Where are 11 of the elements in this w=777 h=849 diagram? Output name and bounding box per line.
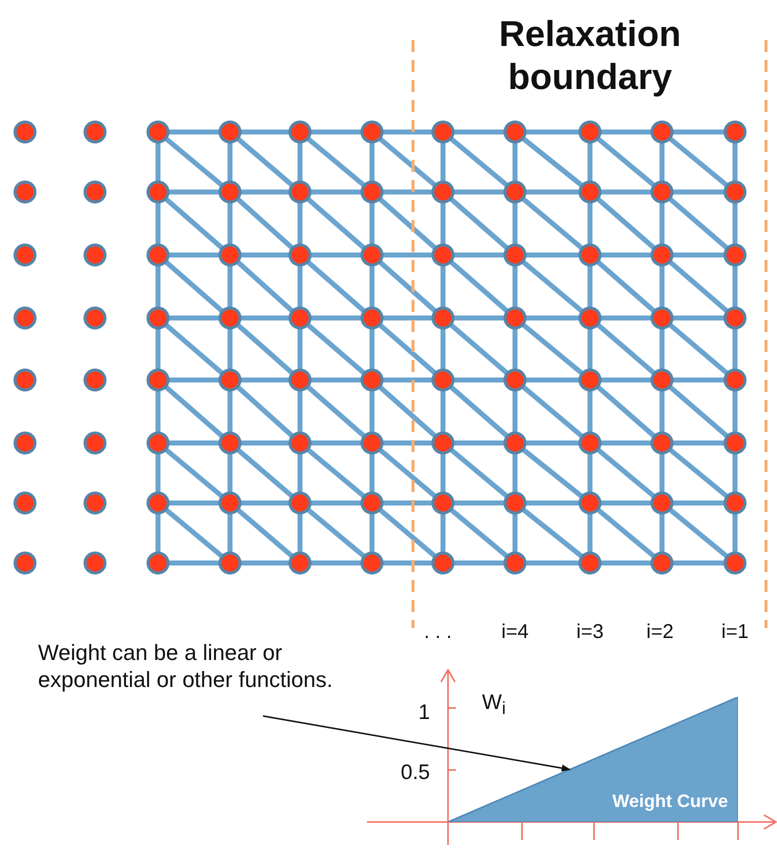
text-label: i=1 <box>720 620 750 644</box>
arrow <box>262 715 571 772</box>
text-label: . . . <box>424 620 453 644</box>
text-label: i=2 <box>645 620 675 644</box>
text-label: 0.5 <box>400 760 430 786</box>
text-label: W$_{i}$ <box>482 690 507 720</box>
note-text: Weight can be a linear or exponential or other functions. <box>38 640 338 694</box>
text-label: i=4 <box>500 620 530 644</box>
boundary-title: Relaxation boundary <box>498 12 682 98</box>
text-label: i=3 <box>575 620 605 644</box>
text-label: 1 <box>417 700 430 726</box>
